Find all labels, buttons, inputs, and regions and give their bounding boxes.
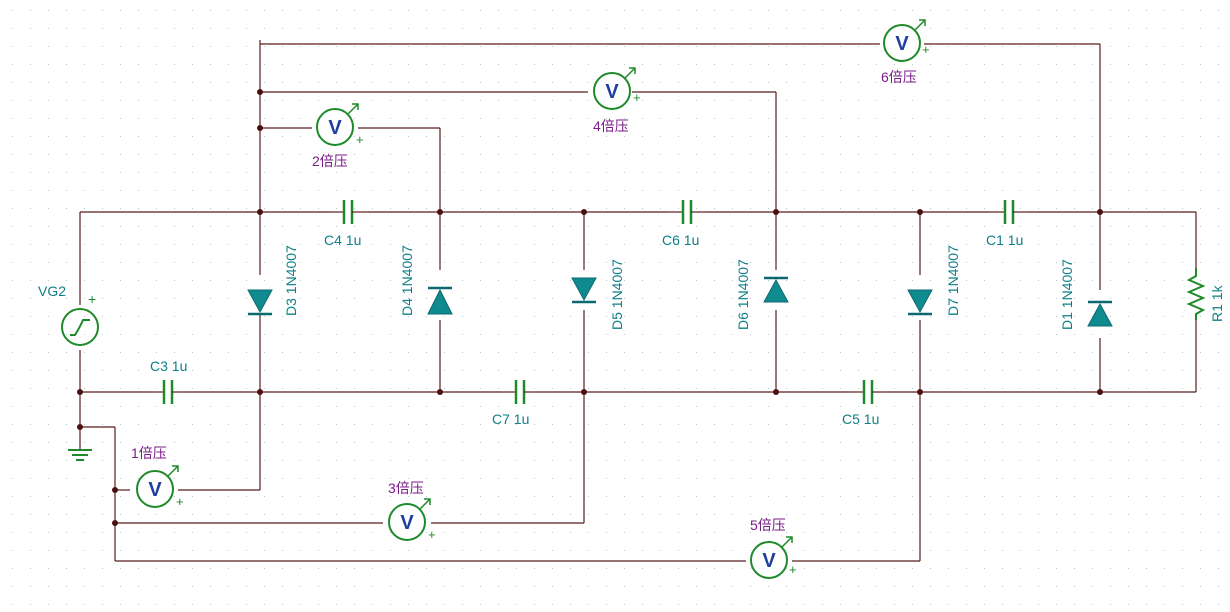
capacitor-c5[interactable]: C5 1u: [842, 380, 888, 427]
meter-plus-sign: +: [922, 42, 930, 57]
meter-label: 2倍压: [312, 153, 348, 169]
diode-d4[interactable]: D4 1N4007: [399, 245, 453, 316]
meter-letter: V: [400, 512, 414, 534]
capacitor-label: C1 1u: [986, 232, 1023, 248]
meter-label: 6倍压: [881, 69, 917, 85]
junction-dots: [77, 89, 1103, 526]
grid-dots: [12, 10, 1219, 605]
step-wave-icon: [70, 319, 90, 336]
source-plus-sign: +: [88, 291, 96, 307]
arrow-icon: [352, 103, 359, 110]
arrow-icon: [629, 67, 636, 74]
ground-symbol: [68, 449, 92, 461]
capacitor-label: C3 1u: [150, 358, 187, 374]
diode-label: D5 1N4007: [609, 259, 625, 330]
capacitor-label: C7 1u: [492, 411, 529, 427]
meter-letter: V: [895, 33, 909, 55]
meter-label: 4倍压: [593, 118, 629, 134]
voltage-source-vg2[interactable]: VG2 +: [38, 283, 99, 346]
capacitor-c4[interactable]: C4 1u: [324, 200, 368, 248]
meter-letter: V: [148, 479, 162, 501]
meter-plus-sign: +: [789, 562, 797, 577]
meter-label: 5倍压: [750, 517, 786, 533]
diode-d1[interactable]: D1 1N4007: [1059, 259, 1113, 330]
arrow-icon: [919, 19, 926, 26]
voltmeter-3[interactable]: V + 3倍压: [388, 480, 436, 542]
arrow-icon: [172, 465, 179, 472]
meter-plus-sign: +: [633, 90, 641, 105]
capacitor-label: C5 1u: [842, 411, 879, 427]
voltmeter-1[interactable]: V + 1倍压: [131, 445, 184, 509]
voltmeter-5[interactable]: V + 5倍压: [750, 517, 797, 579]
capacitor-label: C4 1u: [324, 232, 361, 248]
capacitor-c3[interactable]: C3 1u: [148, 358, 188, 404]
capacitor-c7[interactable]: C7 1u: [492, 380, 540, 427]
meter-letter: V: [328, 117, 342, 139]
diode-label: D6 1N4007: [735, 259, 751, 330]
meter-plus-sign: +: [176, 494, 184, 509]
meter-label: 3倍压: [388, 480, 424, 496]
diode-label: D7 1N4007: [945, 245, 961, 316]
meter-plus-sign: +: [428, 527, 436, 542]
voltmeter-4[interactable]: V + 4倍压: [593, 67, 641, 134]
wires: [79, 40, 1197, 562]
capacitor-label: C6 1u: [662, 232, 699, 248]
voltmeter-2[interactable]: V + 2倍压: [312, 103, 364, 169]
arrow-icon: [424, 498, 431, 505]
diode-label: D4 1N4007: [399, 245, 415, 316]
voltmeter-6[interactable]: V + 6倍压: [881, 19, 930, 85]
capacitor-c6[interactable]: C6 1u: [662, 200, 706, 248]
meter-plus-sign: +: [356, 132, 364, 147]
meter-letter: V: [762, 550, 776, 572]
capacitor-c1[interactable]: C1 1u: [986, 200, 1028, 248]
diode-d6[interactable]: D6 1N4007: [735, 259, 789, 330]
diode-d5[interactable]: D5 1N4007: [571, 259, 625, 330]
arrow-icon: [786, 536, 793, 543]
resistor-label: R1 1k: [1209, 284, 1225, 322]
diode-d7[interactable]: D7 1N4007: [907, 245, 961, 316]
resistor-r1[interactable]: R1 1k: [1186, 268, 1225, 322]
diode-d3[interactable]: D3 1N4007: [247, 245, 299, 316]
meter-letter: V: [605, 81, 619, 103]
diode-label: D1 1N4007: [1059, 259, 1075, 330]
source-label: VG2: [38, 283, 66, 299]
meter-label: 1倍压: [131, 445, 167, 461]
diode-label: D3 1N4007: [283, 245, 299, 316]
